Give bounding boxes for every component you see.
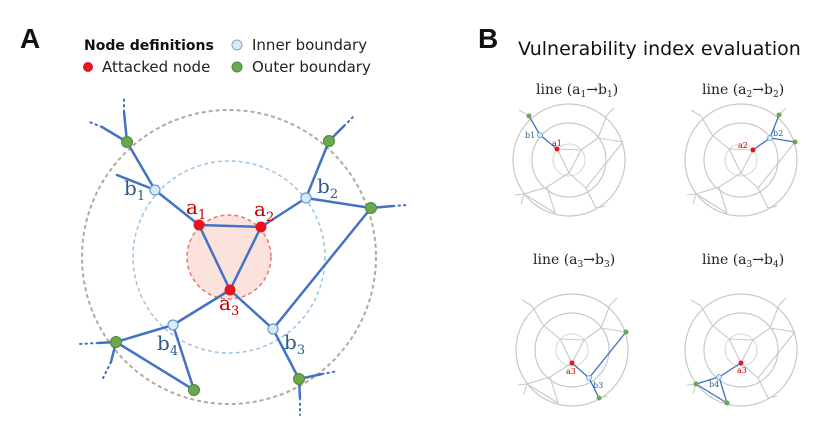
- outer-node: [365, 202, 377, 214]
- outer-boundary-nodes: [110, 135, 377, 396]
- inner-boundary-nodes: [149, 184, 312, 335]
- mini-title-3: line (a3→b3): [533, 252, 615, 270]
- svg-text:a3: a3: [566, 367, 576, 376]
- svg-text:b1: b1: [525, 131, 535, 140]
- outer-node: [323, 135, 335, 147]
- svg-text:b2: b2: [773, 129, 783, 138]
- edge-continuations: [79, 96, 409, 416]
- panel-b-title: Vulnerability index evaluation: [518, 38, 801, 60]
- label-a1: a1: [186, 195, 206, 223]
- legend-title: Node definitions: [84, 38, 214, 54]
- mini-title-1: line (a1→b1): [536, 82, 618, 100]
- attacked-node-a2: [255, 221, 267, 233]
- panel-a-letter: A: [20, 23, 40, 54]
- label-b3: b3: [284, 330, 305, 358]
- inner-node-b3: [267, 323, 279, 335]
- label-b2: b2: [317, 174, 338, 202]
- legend-outer-label: Outer boundary: [252, 58, 371, 76]
- attacked-node-a3: [224, 284, 236, 296]
- mini-diagram-1: line (a1→b1) a1 b1: [512, 82, 626, 217]
- attacked-nodes: [193, 219, 267, 296]
- outer-node: [110, 336, 122, 348]
- outer-node: [188, 384, 200, 396]
- inner-boundary-legend-icon: [231, 39, 243, 51]
- inner-node-b4: [167, 319, 179, 331]
- attacked-node-legend-icon: [83, 62, 93, 72]
- svg-text:a1: a1: [552, 139, 562, 148]
- legend: Node definitions Attacked node Inner bou…: [83, 36, 371, 76]
- outer-node: [293, 373, 305, 385]
- mini-diagram-3: line (a3→b3) a3 b3: [515, 252, 629, 407]
- svg-text:a3: a3: [737, 366, 747, 375]
- inner-ring: [132, 160, 326, 354]
- svg-text:a2: a2: [738, 141, 748, 150]
- mini-diagram-2: line (a2→b2) a2 b2: [684, 82, 798, 217]
- attacked-zone: [186, 214, 272, 300]
- svg-text:b4: b4: [709, 380, 719, 389]
- mini-title-2: line (a2→b2): [702, 82, 784, 100]
- label-a2: a2: [254, 197, 274, 225]
- outer-ring: [81, 109, 377, 405]
- inner-node-b1: [149, 184, 161, 196]
- panel-b-letter: B: [478, 23, 498, 54]
- label-a3: a3: [219, 291, 239, 319]
- legend-inner-label: Inner boundary: [252, 36, 367, 54]
- outer-boundary-legend-icon: [231, 61, 243, 73]
- mini-diagram-4: line (a3→b4) a3 b4: [684, 252, 798, 407]
- attacked-node-a1: [193, 219, 205, 231]
- legend-attacked-label: Attacked node: [102, 58, 210, 76]
- inner-node-b2: [300, 192, 312, 204]
- svg-text:b3: b3: [593, 381, 603, 390]
- mini-title-4: line (a3→b4): [702, 252, 784, 270]
- label-b1: b1: [124, 176, 145, 204]
- outer-node: [121, 136, 133, 148]
- label-b4: b4: [157, 331, 178, 359]
